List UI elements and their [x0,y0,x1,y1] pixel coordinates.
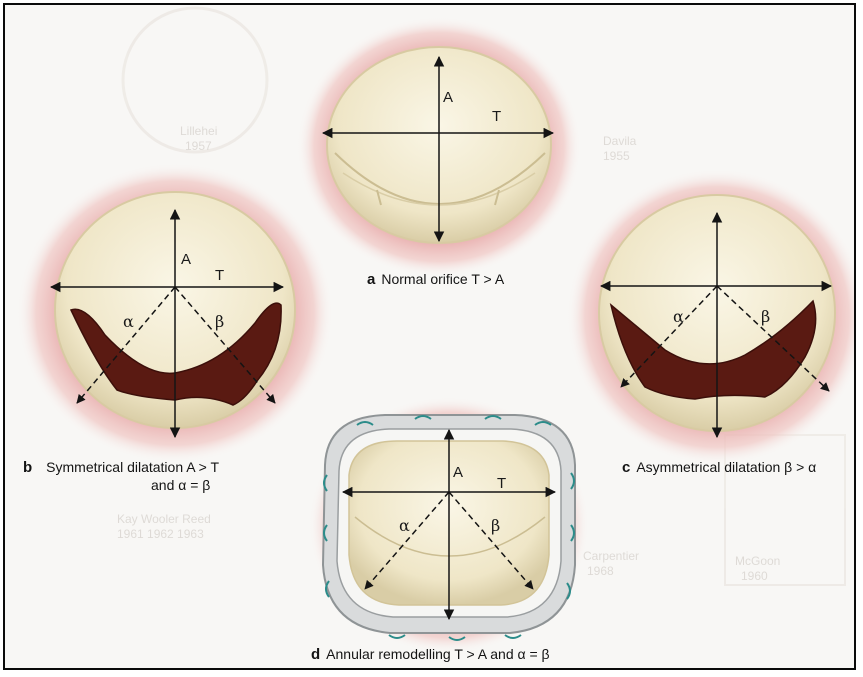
panel-b-beta-label: β [215,312,224,331]
panel-c-alpha-label: α [673,307,684,326]
caption-d: d Annular remodelling T > A and α = β [311,645,550,664]
ghost-label-8: 1968 [587,564,614,578]
panel-b-alpha-label: α [123,312,134,331]
caption-c-letter: c [622,459,630,476]
ghost-label-10: 1960 [741,569,768,583]
panel-d-alpha-label: α [399,516,410,535]
panel-c-beta-label: β [761,307,770,326]
caption-d-text: Annular remodelling T > A and α = β [326,646,549,662]
panel-d-axis-a-label: A [453,464,463,481]
caption-c-text: Asymmetrical dilatation β > α [636,459,816,475]
ghost-label-1: Lillehei [180,124,217,138]
ghost-label-4: 1955 [603,149,630,163]
panel-b-valve: A T α β [17,163,333,463]
ghost-label-2: 1957 [185,139,212,153]
caption-b-line1: Symmetrical dilatation A > T [46,459,219,475]
caption-b: b Symmetrical dilatation A > T [23,458,219,477]
caption-b-line2-wrap: and α = β [151,476,210,494]
caption-a-text: Normal orifice T > A [381,271,504,287]
ghost-label-3: Davila [603,134,637,148]
caption-b-letter: b [23,459,32,476]
panel-a-valve: A T [297,17,581,277]
panel-a-axis-a-label: A [443,89,453,106]
panel-d-valve: A T α β [309,397,589,653]
panel-d-beta-label: β [491,516,500,535]
caption-c: c Asymmetrical dilatation β > α [622,458,816,477]
panel-c-valve: α β [567,169,856,465]
panel-b-axis-a-label: A [181,251,191,268]
panel-d-axis-t-label: T [497,475,506,492]
caption-b-line2: and α = β [151,477,210,493]
caption-a-letter: a [367,271,375,288]
figure-frame: Lillehei 1957 Davila 1955 Kay Wooler Ree… [3,3,856,670]
caption-d-letter: d [311,646,320,663]
panel-b-axis-t-label: T [215,267,224,284]
ghost-label-6: 1961 1962 1963 [117,527,204,541]
ghost-label-9: McGoon [735,554,780,568]
ghost-label-5: Kay Wooler Reed [117,512,211,526]
panel-a-axis-t-label: T [492,108,501,125]
ghost-label-7: Carpentier [583,549,639,563]
caption-a: a Normal orifice T > A [367,270,504,289]
valve-diagram: Lillehei 1957 Davila 1955 Kay Wooler Ree… [5,5,856,670]
